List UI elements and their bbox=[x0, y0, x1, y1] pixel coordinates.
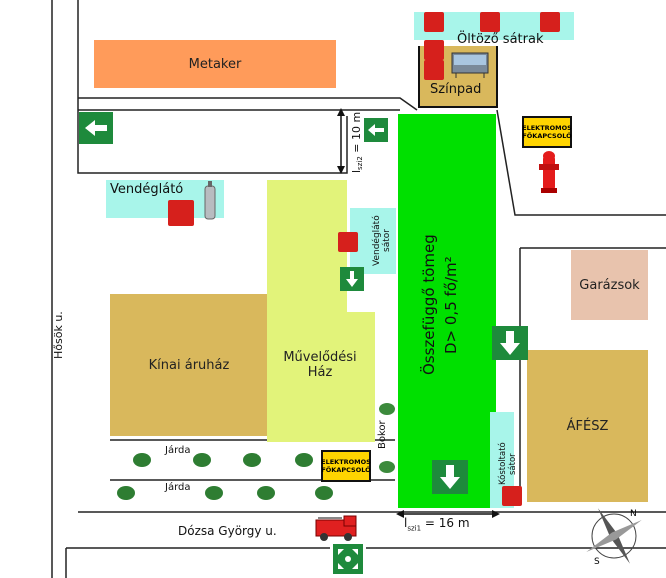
dimension-szi2-sub: szi2 bbox=[356, 155, 365, 170]
building-muvelodesi-label: Művelődési Ház bbox=[283, 350, 357, 380]
dimension-szi1-sub: szi1 bbox=[407, 524, 422, 533]
fire-extinguisher-icon bbox=[480, 12, 500, 32]
exit-sign-right bbox=[492, 326, 528, 360]
electric-switch-sign-bottom: ELEKTROMOS FŐKAPCSOLÓ bbox=[321, 450, 371, 482]
tree-row-upper bbox=[133, 453, 313, 467]
crowd-area bbox=[398, 114, 496, 508]
compass-icon: N S bbox=[586, 508, 642, 567]
vendeglato-sator-label: Vendéglátó sátor bbox=[372, 215, 392, 267]
crowd-label: Összefüggő tömeg D> 0,5 fő/m² bbox=[418, 180, 462, 430]
fire-extinguisher-icon bbox=[338, 232, 358, 252]
exit-arrow-icon bbox=[346, 271, 358, 287]
building-muvelodesi-label-box: Művelődési Ház bbox=[270, 340, 370, 390]
dimension-szi2-value: = 10 m bbox=[350, 111, 363, 153]
tree-icon bbox=[315, 486, 333, 500]
tree-icon bbox=[295, 453, 313, 467]
building-muvelodesi-haz-annex bbox=[347, 312, 375, 442]
tree-icon bbox=[133, 453, 151, 467]
street-dozsa-label: Dózsa György u. bbox=[178, 524, 277, 538]
fire-extinguisher-icon bbox=[168, 200, 194, 226]
fire-extinguisher-icon bbox=[540, 12, 560, 32]
vendeglato-label: Vendéglátó bbox=[110, 182, 184, 197]
building-afesz-label: ÁFÉSZ bbox=[566, 418, 609, 434]
building-afesz: ÁFÉSZ bbox=[527, 350, 648, 502]
tree-icon bbox=[193, 453, 211, 467]
dimension-szi1-value: = 16 m bbox=[424, 516, 470, 530]
tree-icon bbox=[379, 461, 395, 473]
electric-switch-sign-top: ELEKTROMOS FŐKAPCSOLÓ bbox=[522, 116, 572, 148]
right-road-diagonal bbox=[496, 109, 666, 216]
fire-extinguisher-icon bbox=[502, 486, 522, 506]
dimension-szi2-l: l bbox=[350, 169, 363, 173]
tree-icon bbox=[257, 486, 275, 500]
svg-text:N: N bbox=[630, 509, 637, 519]
tree-icon bbox=[243, 453, 261, 467]
stage-label: Színpad bbox=[430, 82, 482, 97]
assembly-point-icon bbox=[333, 544, 363, 574]
exit-arrow-icon bbox=[368, 124, 384, 136]
left-road-edge-2 bbox=[77, 0, 348, 174]
dimension-szi2-label: lszi2 = 10 m bbox=[350, 108, 364, 176]
exit-sign-mid bbox=[364, 118, 388, 142]
tree-icon bbox=[379, 403, 395, 415]
building-garazsok-label: Garázsok bbox=[579, 277, 640, 293]
exit-arrow-icon bbox=[440, 465, 460, 489]
building-muvelodesi-haz bbox=[267, 180, 347, 442]
dimension-szi1-label: lszi1 = 16 m bbox=[404, 516, 470, 533]
exit-sign-vendeglato bbox=[340, 267, 364, 291]
exit-arrow-icon bbox=[85, 120, 107, 136]
fire-extinguisher-icon bbox=[424, 12, 444, 32]
stage-icon bbox=[451, 52, 489, 78]
bokor-label: Bokor bbox=[377, 420, 388, 450]
fire-extinguisher-icon bbox=[424, 40, 444, 60]
building-metaker: Metaker bbox=[94, 40, 336, 88]
fire-extinguisher-icon bbox=[424, 60, 444, 80]
top-road-edge bbox=[78, 97, 418, 111]
fire-hydrant-icon bbox=[539, 151, 559, 193]
building-kinai-aruhaz: Kínai áruház bbox=[110, 294, 268, 436]
exit-sign-bottom bbox=[432, 460, 468, 494]
oltozo-label: Öltöző sátrak bbox=[457, 32, 544, 47]
tree-icon bbox=[117, 486, 135, 500]
dimension-szi1-arrow bbox=[396, 510, 500, 518]
exit-arrow-icon bbox=[500, 331, 520, 355]
building-kinai-label: Kínai áruház bbox=[148, 357, 230, 373]
fire-truck-icon bbox=[315, 515, 357, 541]
tree-icon bbox=[205, 486, 223, 500]
gas-cylinder-icon bbox=[204, 181, 216, 220]
jarda-upper-label: Járda bbox=[165, 445, 191, 456]
exit-sign-left bbox=[79, 112, 113, 144]
crowd-label-line1: Összefüggő tömeg bbox=[420, 234, 438, 376]
vendeglato-area bbox=[106, 180, 224, 218]
street-hosok-label: Hősök u. bbox=[52, 311, 65, 359]
building-metaker-label: Metaker bbox=[188, 56, 242, 72]
building-garazsok: Garázsok bbox=[571, 250, 648, 320]
jarda-lower-label: Járda bbox=[165, 482, 191, 493]
tree-row-lower bbox=[117, 486, 333, 500]
svg-text:S: S bbox=[594, 557, 600, 567]
crowd-label-line2: D> 0,5 fő/m² bbox=[442, 256, 460, 354]
dimension-szi2-arrow bbox=[337, 108, 345, 174]
